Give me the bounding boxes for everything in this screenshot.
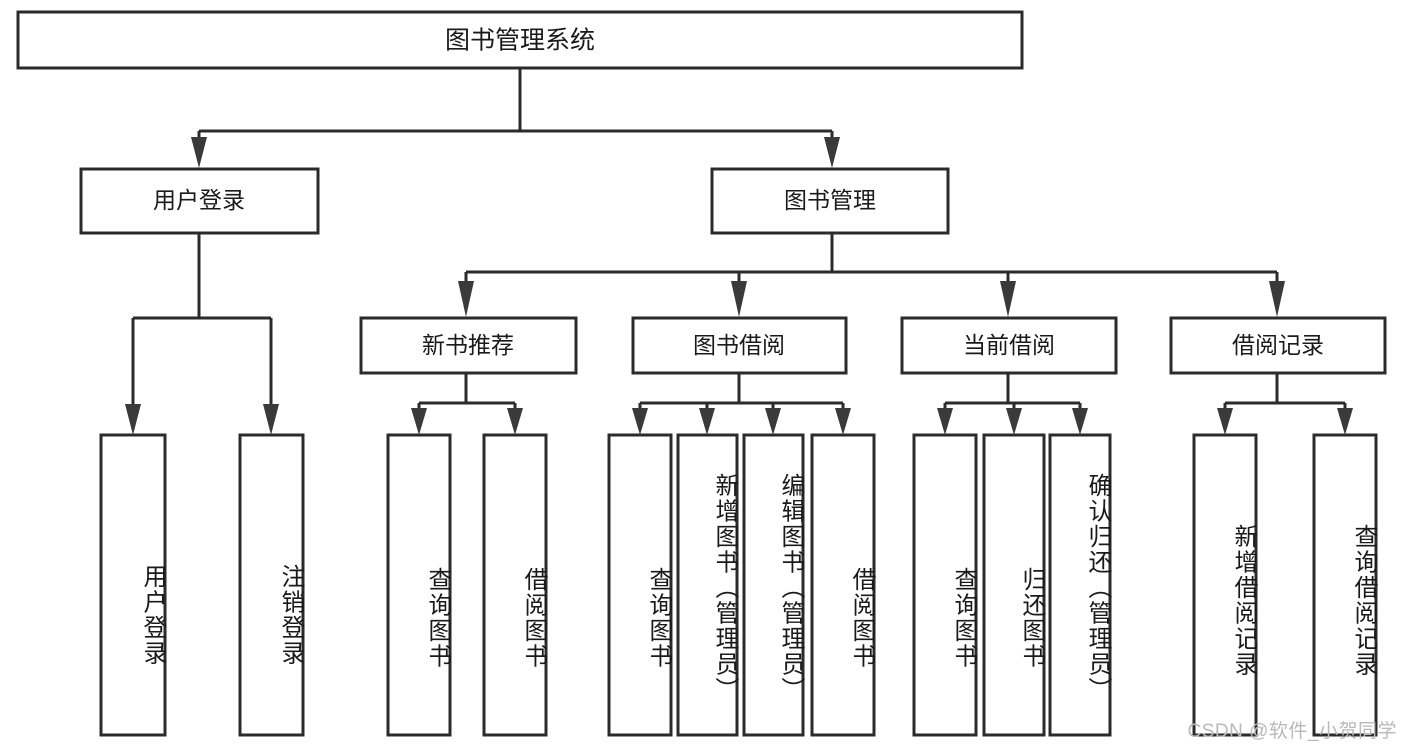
node-user-login[interactable]: 用户登录 xyxy=(79,167,320,235)
arrow-head-leaf-return-book xyxy=(1006,408,1022,435)
node-book-borrow-box[interactable] xyxy=(631,316,848,375)
arrow-head-borrow-record xyxy=(1269,281,1285,317)
node-book-borrow[interactable]: 图书借阅 xyxy=(631,316,848,375)
node-borrow-record[interactable]: 借阅记录 xyxy=(1169,316,1387,375)
leaf-box-group xyxy=(99,433,1378,737)
arrow-head-user-login xyxy=(191,137,207,168)
arrow-head-leaf-confirm-return xyxy=(1072,408,1088,435)
arrow-head-leaf-query-record xyxy=(1337,408,1353,435)
node-leaf-logout-login-box[interactable] xyxy=(238,433,305,737)
node-current-borrow-box[interactable] xyxy=(900,316,1118,375)
node-book-borrow-label: 图书借阅 xyxy=(693,332,785,358)
arrow-head-book-borrow xyxy=(731,281,747,317)
node-user-login-box[interactable] xyxy=(79,167,320,235)
arrow-head-current-borrow xyxy=(1000,281,1016,317)
arrow-head-leaf-query-book-borrow xyxy=(632,408,648,435)
node-book-management-label: 图书管理 xyxy=(784,187,876,213)
node-new-book-recommend-box[interactable] xyxy=(359,316,578,375)
arrow-head-book-management xyxy=(824,137,840,168)
arrow-head-leaf-user-login xyxy=(125,404,141,435)
node-new-book-recommend-label: 新书推荐 xyxy=(422,332,514,358)
node-leaf-borrow-book-rec-box[interactable] xyxy=(482,433,548,737)
arrow-head-leaf-add-book xyxy=(699,408,715,435)
node-book-management[interactable]: 图书管理 xyxy=(710,167,950,235)
node-root-label: 图书管理系统 xyxy=(445,27,595,55)
node-user-login-label: 用户登录 xyxy=(153,187,245,213)
node-leaf-return-book-box[interactable] xyxy=(982,433,1046,737)
arrow-head-leaf-query-book-rec xyxy=(411,408,427,435)
node-leaf-query-book-current-box[interactable] xyxy=(912,433,978,737)
node-leaf-query-book-borrow-box[interactable] xyxy=(607,433,673,737)
node-current-borrow[interactable]: 当前借阅 xyxy=(900,316,1118,375)
node-leaf-edit-book-box[interactable] xyxy=(742,433,805,737)
node-book-management-box[interactable] xyxy=(710,167,950,235)
node-current-borrow-label: 当前借阅 xyxy=(963,332,1055,358)
node-root[interactable]: 图书管理系统 xyxy=(16,10,1024,70)
node-leaf-add-record-box[interactable] xyxy=(1192,433,1258,737)
arrow-head-leaf-borrow-book-rec xyxy=(507,408,523,435)
node-borrow-record-label: 借阅记录 xyxy=(1232,332,1324,358)
node-leaf-query-book-rec-box[interactable] xyxy=(386,433,452,737)
arrow-head-leaf-edit-book xyxy=(765,408,781,435)
arrow-head-leaf-logout-login xyxy=(263,404,279,435)
node-root-box[interactable] xyxy=(16,10,1024,70)
node-leaf-add-book-box[interactable] xyxy=(676,433,739,737)
node-leaf-confirm-return-box[interactable] xyxy=(1048,433,1112,737)
node-new-book-recommend[interactable]: 新书推荐 xyxy=(359,316,578,375)
watermark-text: CSDN @软件_小贺同学 xyxy=(1187,721,1397,742)
node-leaf-borrow-book-box[interactable] xyxy=(810,433,876,737)
arrow-head-leaf-borrow-book xyxy=(835,408,851,435)
node-borrow-record-box[interactable] xyxy=(1169,316,1387,375)
node-leaf-user-login-box[interactable] xyxy=(99,433,167,737)
connector-group xyxy=(125,68,1353,435)
arrow-head-leaf-query-book-current xyxy=(937,408,953,435)
arrow-head-new-book-recommend xyxy=(458,281,474,317)
arrow-head-leaf-add-record xyxy=(1217,408,1233,435)
node-leaf-query-record-box[interactable] xyxy=(1312,433,1378,737)
